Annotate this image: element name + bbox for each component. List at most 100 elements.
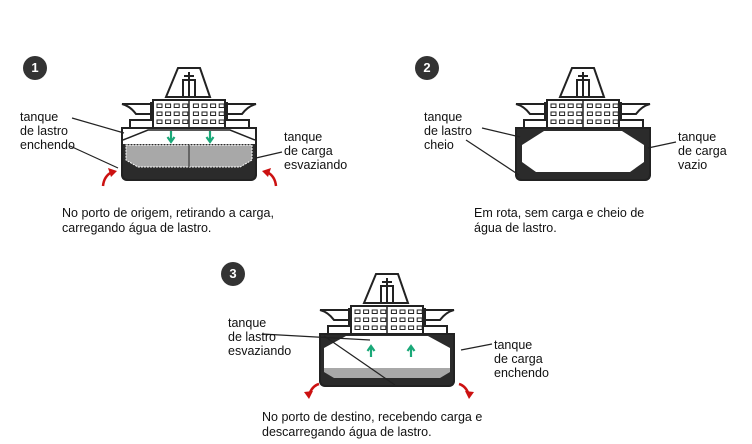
mast xyxy=(576,72,590,97)
arrow-down-icon xyxy=(205,131,215,144)
window xyxy=(201,103,208,108)
window xyxy=(408,325,415,330)
window xyxy=(363,325,370,330)
window xyxy=(210,119,217,124)
window xyxy=(595,119,602,124)
window xyxy=(192,111,199,116)
window xyxy=(390,309,397,314)
leader-line xyxy=(255,151,283,159)
hull-outline xyxy=(319,333,455,387)
window xyxy=(390,325,397,330)
step-1-badge: 1 xyxy=(23,56,47,80)
ship-3 xyxy=(319,273,455,387)
window xyxy=(218,111,225,116)
deck-box xyxy=(523,119,548,129)
deck-box xyxy=(327,325,352,335)
window xyxy=(192,103,199,108)
cargo-fill xyxy=(324,368,450,378)
window xyxy=(173,119,180,124)
window xyxy=(576,111,583,116)
window xyxy=(182,119,189,124)
window xyxy=(399,317,406,322)
window xyxy=(408,309,415,314)
arrow-down-icon xyxy=(166,131,176,144)
window xyxy=(550,103,557,108)
window xyxy=(165,103,172,108)
window xyxy=(363,309,370,314)
leader-line xyxy=(647,141,677,149)
window xyxy=(408,317,415,322)
leader-line xyxy=(465,139,520,176)
window xyxy=(182,111,189,116)
window xyxy=(380,309,387,314)
leader-line xyxy=(460,343,493,351)
step-2-cargo-label: tanque de carga vazio xyxy=(678,130,727,172)
curved-arrow-up-icon-head xyxy=(108,168,117,177)
leader-line xyxy=(481,127,521,138)
step-3-caption: No porto de destino, recebendo carga e d… xyxy=(262,410,483,439)
mast xyxy=(380,278,394,303)
hull-outline xyxy=(121,127,257,181)
mast xyxy=(182,72,196,97)
tank-line xyxy=(122,129,256,141)
window xyxy=(380,325,387,330)
step-2-caption: Em rota, sem carga e cheio de água de la… xyxy=(474,206,645,235)
deck-box xyxy=(129,119,154,129)
window xyxy=(576,103,583,108)
arrow-up-icon xyxy=(366,344,376,357)
leader-line xyxy=(71,117,125,134)
step-3-badge: 3 xyxy=(221,262,245,286)
window xyxy=(604,111,611,116)
window xyxy=(210,103,217,108)
upper-void xyxy=(123,129,255,144)
window xyxy=(612,111,619,116)
window xyxy=(354,317,361,322)
window xyxy=(567,111,574,116)
window xyxy=(371,325,378,330)
window xyxy=(354,309,361,314)
step-2-badge: 2 xyxy=(415,56,439,80)
step-1-ballast-label: tanque de lastro enchendo xyxy=(20,110,75,152)
ship-1 xyxy=(121,67,257,181)
window xyxy=(371,309,378,314)
window xyxy=(604,103,611,108)
window xyxy=(173,111,180,116)
window xyxy=(173,103,180,108)
window xyxy=(380,317,387,322)
window xyxy=(559,119,566,124)
leader-line xyxy=(261,333,371,341)
window xyxy=(165,111,172,116)
cargo-tank xyxy=(324,336,450,368)
window xyxy=(156,103,163,108)
window xyxy=(612,103,619,108)
window xyxy=(586,103,593,108)
window xyxy=(390,317,397,322)
window xyxy=(201,111,208,116)
window xyxy=(604,119,611,124)
step-3-cargo-label: tanque de carga enchendo xyxy=(494,338,549,380)
curved-arrow-down-icon-head xyxy=(304,391,313,399)
leader-line xyxy=(69,145,119,169)
window xyxy=(567,103,574,108)
window xyxy=(586,111,593,116)
window xyxy=(595,103,602,108)
window xyxy=(559,103,566,108)
deck-box xyxy=(422,325,448,335)
window xyxy=(416,309,423,314)
leader-line xyxy=(323,335,396,386)
arrow-up-icon xyxy=(406,344,416,357)
window xyxy=(363,317,370,322)
window xyxy=(218,103,225,108)
cargo-tank xyxy=(522,131,644,172)
step-3-ballast-label: tanque de lastro esvaziando xyxy=(228,316,292,358)
window xyxy=(567,119,574,124)
window xyxy=(399,309,406,314)
window xyxy=(192,119,199,124)
window xyxy=(210,111,217,116)
window xyxy=(156,111,163,116)
curved-arrow-down-icon-head xyxy=(465,391,474,399)
window xyxy=(550,111,557,116)
window xyxy=(165,119,172,124)
